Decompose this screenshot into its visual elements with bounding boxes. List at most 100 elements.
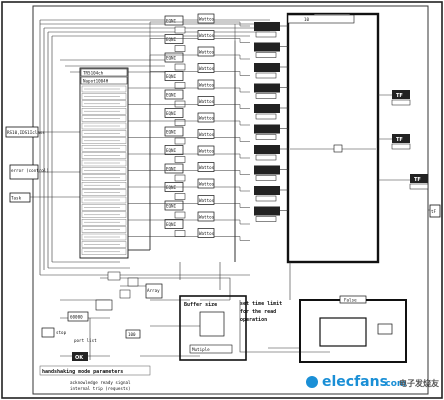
- wire: [214, 104, 250, 109]
- svg-text:EQNI: EQNI: [166, 74, 177, 79]
- wire: [214, 87, 250, 93]
- eqni-node: EQNI: [164, 163, 186, 182]
- svg-text:EQNI: EQNI: [166, 185, 177, 190]
- svg-text:error (control): error (control): [11, 168, 49, 173]
- svg-text:EQNI: EQNI: [166, 130, 177, 135]
- svg-text:Task: Task: [11, 196, 22, 201]
- case-indicator: [254, 42, 288, 58]
- bundle-row: [81, 152, 127, 159]
- task-control-terminal[interactable]: Task: [9, 192, 31, 203]
- boolean-node: Wattos: [197, 96, 215, 106]
- bottom-wires: [60, 262, 330, 360]
- right-edge-terminal[interactable]: tF: [429, 204, 441, 218]
- svg-text:set time limit: set time limit: [240, 301, 282, 307]
- wire: [214, 170, 250, 175]
- case-structure: 10: [286, 12, 380, 264]
- svg-text:stop: stop: [56, 330, 67, 335]
- bundle-row: [81, 204, 127, 211]
- wire: [214, 120, 250, 126]
- stop-control[interactable]: stop: [41, 327, 67, 338]
- bundle-row: [81, 182, 127, 189]
- wire: [214, 203, 250, 208]
- eqni-node: EQNI: [164, 126, 186, 145]
- right-indicator-mid: TF: [391, 134, 411, 150]
- case-indicator: [254, 145, 288, 161]
- svg-text:电子发烧友: 电子发烧友: [399, 378, 439, 388]
- svg-text:OK: OK: [75, 355, 84, 361]
- right-indicator-top: TF: [391, 90, 411, 106]
- eqni-node: EQNI: [164, 145, 186, 163]
- bundle-row: [81, 241, 127, 248]
- svg-text:for the read: for the read: [240, 309, 276, 315]
- eqni-node: EQNI: [164, 71, 186, 89]
- bundle-row: [81, 189, 127, 196]
- wire: [214, 71, 250, 76]
- svg-text:EQNI: EQNI: [166, 167, 177, 172]
- case-indicator: [254, 206, 288, 222]
- eqni-node: EQNI: [164, 182, 186, 200]
- svg-text:internal trip (requests): internal trip (requests): [70, 386, 131, 391]
- boolean-node: Wattos: [197, 13, 215, 24]
- svg-text:Wattos: Wattos: [199, 182, 215, 187]
- boolean-node: Wattos: [197, 79, 215, 90]
- svg-text:EQNI: EQNI: [166, 204, 177, 209]
- svg-text:60000: 60000: [70, 315, 83, 320]
- svg-text:Wattos: Wattos: [199, 132, 215, 137]
- svg-text:Wattos: Wattos: [199, 17, 215, 22]
- bundle-row: [81, 174, 127, 181]
- case-indicator: [254, 83, 288, 99]
- bundle-row: [81, 219, 127, 226]
- svg-text:Array: Array: [147, 288, 160, 293]
- eqni-node: EQNI: [164, 219, 186, 237]
- boolean-node: Wattos: [197, 129, 215, 139]
- svg-text:operation: operation: [240, 317, 267, 323]
- port-list-label: port list: [74, 338, 97, 343]
- constant-100[interactable]: 100: [125, 329, 141, 339]
- wire: [214, 219, 250, 225]
- svg-text:EQNI: EQNI: [166, 93, 177, 98]
- boolean-node: Wattos: [197, 211, 215, 222]
- handshaking-comment: handshaking mode parameters acknowledge …: [39, 365, 151, 391]
- boolean-node: Wattos: [197, 178, 215, 189]
- wire: [214, 21, 250, 27]
- eqni-node: EQNI: [164, 89, 186, 108]
- svg-text:RS10,IDS1Iclass: RS10,IDS1Iclass: [7, 130, 45, 135]
- svg-text:Napot1004H: Napot1004H: [83, 79, 109, 84]
- constant-60000[interactable]: 60000: [67, 311, 89, 322]
- svg-text:EQNI: EQNI: [166, 19, 177, 24]
- bundle-row: [81, 130, 127, 137]
- eqni-node: EQNI: [164, 108, 186, 126]
- svg-text:Wattos: Wattos: [199, 83, 215, 88]
- eqni-node: EQNI: [164, 15, 186, 34]
- svg-text:port list: port list: [74, 338, 97, 343]
- bundle-row: [81, 211, 127, 218]
- svg-text:False: False: [344, 298, 357, 303]
- svg-text:Wattos: Wattos: [199, 50, 215, 55]
- svg-text:Wattos: Wattos: [199, 198, 215, 203]
- svg-text:handshaking mode parameters: handshaking mode parameters: [42, 369, 123, 375]
- svg-text:10: 10: [304, 17, 310, 22]
- svg-text:Wattos: Wattos: [199, 99, 215, 104]
- right-wires: [378, 94, 430, 211]
- top-selector[interactable]: 10: [287, 14, 355, 24]
- boolean-node: Wattos: [197, 30, 215, 40]
- case-indicator: [254, 104, 288, 120]
- case-indicator: [254, 124, 288, 140]
- eqni-node: EQNI: [164, 34, 186, 52]
- wire: [128, 236, 198, 251]
- case-indicator: [254, 165, 288, 181]
- false-case-structure: False: [299, 295, 407, 363]
- bundle-row: [81, 100, 127, 107]
- svg-text:EQNI: EQNI: [166, 37, 177, 42]
- bundle-row: [81, 248, 127, 255]
- bundle-row: [81, 93, 127, 100]
- svg-text:Wattos: Wattos: [199, 165, 215, 170]
- right-indicator-bottom: TF: [409, 174, 429, 190]
- eqni-node: EQNI: [164, 200, 186, 219]
- svg-text:EQNI: EQNI: [166, 222, 177, 227]
- svg-text:Wattos: Wattos: [199, 33, 215, 38]
- bundle-row: [81, 137, 127, 144]
- svg-text:tF: tF: [431, 209, 437, 214]
